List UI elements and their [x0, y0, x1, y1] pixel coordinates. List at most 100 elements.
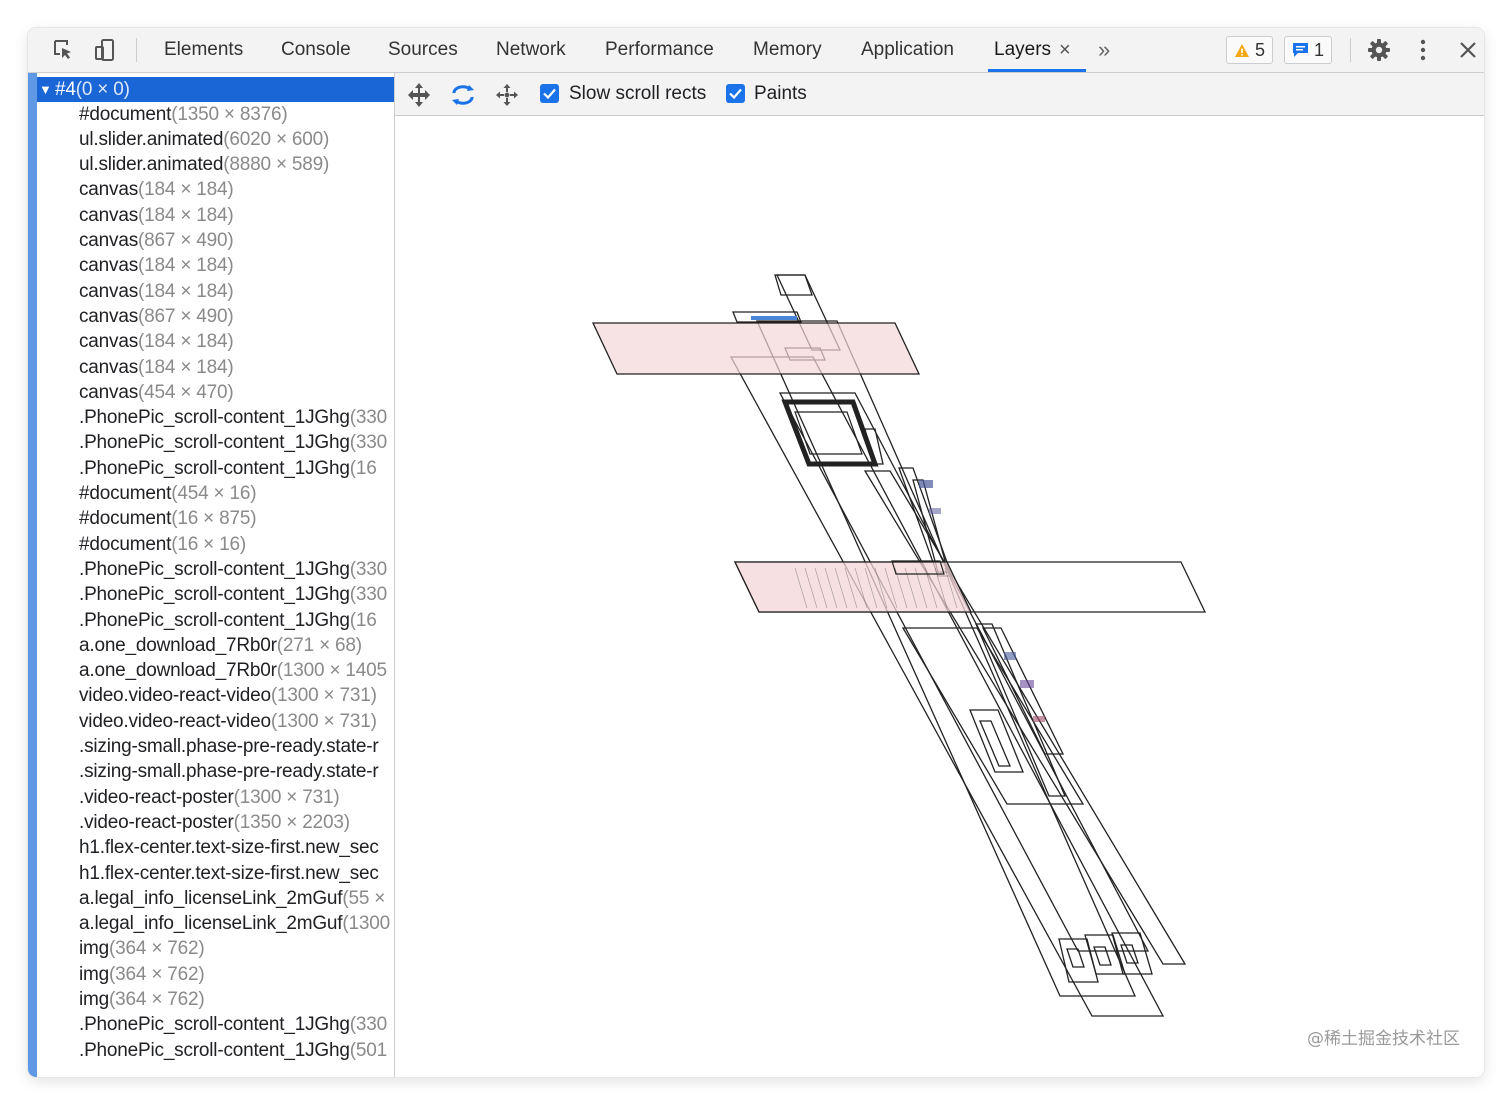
layer-tree-item[interactable]: canvas(184 × 184) [37, 178, 394, 203]
tab-elements[interactable]: Elements [164, 39, 244, 60]
tab-memory[interactable]: Memory [753, 39, 822, 60]
layer-tree-item[interactable]: img(364 × 762) [37, 962, 394, 987]
layer-size: (16 × 875) [171, 508, 257, 530]
paints-label[interactable]: Paints [754, 83, 807, 104]
tab-layers[interactable]: Layers × [988, 28, 1077, 72]
layer-size: (184 × 184) [138, 179, 234, 201]
layer-size: (454 × 16) [171, 483, 257, 504]
layer-tree-root[interactable]: ▼ #4 (0 × 0) [37, 77, 394, 102]
layer-tree-item[interactable]: h1.flex-center.text-size-first.new_sec [37, 861, 394, 886]
layer-tree-item[interactable]: video.video-react-video(1300 × 731) [37, 684, 394, 709]
layer-tree-item[interactable]: ul.slider.animated(8880 × 589) [37, 153, 394, 178]
layer-name: #4 [55, 78, 76, 100]
layer-document-strip [729, 356, 1165, 1017]
layer-tree-item[interactable]: a.legal_info_licenseLink_2mGuf(55 × [37, 886, 394, 911]
layer-tree-item[interactable]: #document(1350 × 8376) [37, 102, 394, 127]
layer-canvas-frame [781, 399, 879, 467]
layer-bottom-box [1111, 932, 1153, 975]
layers-main-panel: Slow scroll rects Paints [395, 73, 1484, 1077]
pan-mode-icon[interactable] [405, 81, 433, 109]
layer-tree-item[interactable]: .PhonePic_scroll-content_1JGhg(16 [37, 608, 394, 633]
layer-image-strip [981, 627, 1065, 755]
layer-tree-item[interactable]: a.one_download_7Rb0r(1300 × 1405 [37, 659, 394, 684]
layer-tree-item[interactable]: img(364 × 762) [37, 988, 394, 1013]
layer-tree-item[interactable]: canvas(454 × 470) [37, 380, 394, 405]
paint-hatching [794, 567, 958, 609]
close-tab-icon[interactable]: × [1059, 38, 1071, 61]
warnings-badge[interactable]: 5 [1226, 36, 1274, 64]
inspect-icon[interactable] [50, 28, 76, 72]
layer-tree-item[interactable]: canvas(184 × 184) [37, 254, 394, 279]
layer-tree-item[interactable]: .video-react-poster(1350 × 2203) [37, 810, 394, 835]
reset-transform-icon[interactable] [493, 81, 521, 109]
layer-tree-item[interactable]: .PhonePic_scroll-content_1JGhg(16 [37, 456, 394, 481]
layer-tree-item[interactable]: .PhonePic_scroll-content_1JGhg(330 [37, 583, 394, 608]
checkmark-icon [729, 88, 742, 99]
layer-size: (1350 × 2203) [233, 811, 350, 833]
layer-tree-item[interactable]: ul.slider.animated(6020 × 600) [37, 127, 394, 152]
layer-size: (184 × 184) [138, 280, 234, 302]
layer-tree-item[interactable]: video.video-react-video(1300 × 731) [37, 709, 394, 734]
layer-tree-item[interactable]: canvas(867 × 490) [37, 229, 394, 254]
layers-3d-viewport[interactable] [395, 116, 1484, 1077]
checkmark-icon [543, 88, 556, 99]
layer-tree-item[interactable]: canvas(867 × 490) [37, 304, 394, 329]
message-icon [1293, 43, 1308, 57]
device-toolbar-icon[interactable] [92, 28, 118, 72]
slow-scroll-rects-checkbox[interactable] [540, 84, 559, 103]
close-icon[interactable] [1456, 28, 1480, 72]
slow-scroll-rects-label[interactable]: Slow scroll rects [569, 83, 707, 104]
layer-paint-highlight [751, 316, 797, 320]
tab-performance[interactable]: Performance [605, 39, 714, 60]
layer-tree-item[interactable]: .PhonePic_scroll-content_1JGhg(330 [37, 557, 394, 582]
layer-tree-item[interactable]: canvas(184 × 184) [37, 330, 394, 355]
layer-tree-item[interactable]: img(364 × 762) [37, 937, 394, 962]
tab-sources[interactable]: Sources [388, 39, 458, 60]
layer-tree-item[interactable]: a.one_download_7Rb0r(271 × 68) [37, 633, 394, 658]
tab-application[interactable]: Application [861, 39, 954, 60]
layer-name: canvas [79, 381, 139, 403]
tab-console[interactable]: Console [281, 39, 351, 60]
layer-size: (1300 × 731) [270, 710, 377, 732]
paints-checkbox[interactable] [726, 84, 745, 103]
layer-tree-item[interactable]: .PhonePic_scroll-content_1JGhg(330 [37, 1013, 394, 1038]
layer-tree-item[interactable]: canvas(184 × 184) [37, 279, 394, 304]
settings-icon[interactable] [1365, 28, 1393, 72]
layer-tree-item[interactable]: #document(454 × 16) [37, 482, 394, 507]
more-vertical-icon[interactable] [1411, 28, 1435, 72]
layer-tree-item[interactable]: #document(16 × 875) [37, 507, 394, 532]
layer-bottom-box [1058, 938, 1099, 983]
layer-tree-item[interactable]: .sizing-small.phase-pre-ready.state-r [37, 760, 394, 785]
layer-size: (501 [349, 1039, 387, 1061]
layer-tree-item[interactable]: canvas(184 × 184) [37, 203, 394, 228]
layer-name: .PhonePic_scroll-content_1JGhg [79, 1014, 350, 1036]
layer-tree-item[interactable]: a.legal_info_licenseLink_2mGuf(1300 [37, 912, 394, 937]
layer-name: img [79, 938, 110, 960]
layer-small-rect [979, 720, 1011, 767]
layer-tree-item[interactable]: .sizing-small.phase-pre-ready.state-r [37, 735, 394, 760]
layer-tree-item[interactable]: h1.flex-center.text-size-first.new_sec [37, 836, 394, 861]
layer-name: canvas [79, 305, 139, 327]
layer-tree-item[interactable]: .PhonePic_scroll-content_1JGhg(501 [37, 1038, 394, 1063]
layer-tree-item[interactable]: #document(16 × 16) [37, 532, 394, 557]
expand-triangle-icon[interactable]: ▼ [39, 82, 52, 97]
layer-name: canvas [79, 230, 139, 251]
layer-size: (16 [349, 457, 377, 479]
tab-network[interactable]: Network [496, 39, 566, 60]
messages-badge[interactable]: 1 [1284, 36, 1333, 64]
layer-name: .PhonePic_scroll-content_1JGhg [79, 558, 350, 580]
layer-size: (1300 [342, 913, 390, 935]
layer-tree-item[interactable]: .video-react-poster(1300 × 731) [37, 785, 394, 810]
layer-name: video.video-react-video [79, 685, 271, 707]
layer-name: h1.flex-center.text-size-first.new_sec [79, 837, 379, 859]
layer-thumbnail [1033, 716, 1045, 722]
layer-tree-item[interactable]: canvas(184 × 184) [37, 355, 394, 380]
layer-size: (184 × 184) [138, 255, 234, 277]
layer-tree-item[interactable]: .PhonePic_scroll-content_1JGhg(330 [37, 431, 394, 456]
layer-tree-item[interactable]: .PhonePic_scroll-content_1JGhg(330 [37, 406, 394, 431]
layer-name: .sizing-small.phase-pre-ready.state-r [79, 736, 379, 757]
layer-small-rect [969, 709, 1024, 773]
more-tabs-icon[interactable]: » [1098, 37, 1111, 62]
rotate-mode-icon[interactable] [449, 81, 477, 109]
layer-name: canvas [79, 331, 139, 353]
